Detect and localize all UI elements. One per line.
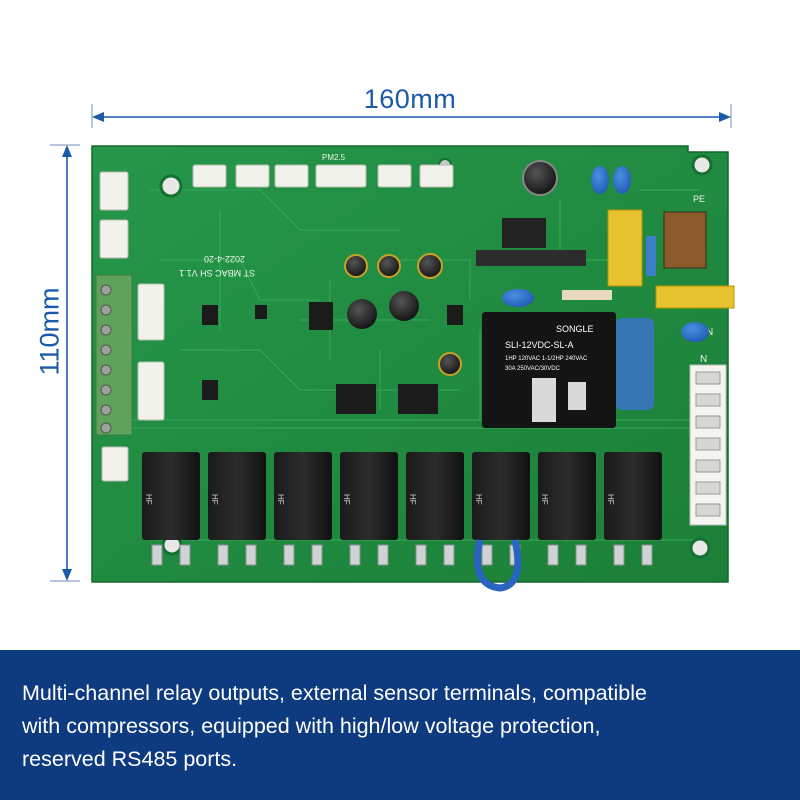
relay-pin bbox=[575, 544, 587, 566]
small-relay-label: HF bbox=[474, 494, 483, 505]
small-relay-label: HF bbox=[606, 494, 615, 505]
right-terminal-strip bbox=[689, 364, 727, 526]
caption-line-1: Multi-channel relay outputs, external se… bbox=[22, 681, 647, 705]
relay-pin bbox=[217, 544, 229, 566]
top-connectors bbox=[192, 164, 454, 188]
electrolytic-capacitors bbox=[344, 160, 558, 376]
ic-chips bbox=[202, 302, 463, 414]
relay-pin bbox=[151, 544, 163, 566]
relay-pin bbox=[245, 544, 257, 566]
blue-capacitors bbox=[502, 166, 709, 342]
relay-rating-line1: 1HP 120VAC 1-1/2HP 240VAC bbox=[505, 356, 588, 362]
film-capacitor bbox=[616, 318, 654, 410]
small-relay-label: HF bbox=[408, 494, 417, 505]
small-relay-label: HF bbox=[540, 494, 549, 505]
relay-brand-label: SONGLE bbox=[556, 324, 594, 334]
small-relay: HF bbox=[142, 452, 200, 566]
small-relay-label: HF bbox=[276, 494, 285, 505]
relay-pin bbox=[349, 544, 361, 566]
board-date-silkscreen: 2022-4-20 bbox=[204, 254, 245, 264]
relay-model-label: SLI-12VDC-SL-A bbox=[505, 340, 574, 350]
caption-text: Multi-channel relay outputs, external se… bbox=[22, 677, 792, 776]
relay-pin bbox=[443, 544, 455, 566]
small-relay: HF bbox=[274, 452, 332, 566]
relay-pin bbox=[481, 544, 493, 566]
small-relay: HF bbox=[406, 452, 464, 566]
pcb-board-image: PM2.5 N N PE ST MBAC SH V1.1 2022-4-20 bbox=[91, 145, 735, 592]
relay-pin bbox=[641, 544, 653, 566]
width-dimension-label: 160mm bbox=[363, 84, 457, 114]
relay-pin bbox=[613, 544, 625, 566]
relay-pin bbox=[311, 544, 323, 566]
small-relay: HF bbox=[538, 452, 596, 566]
board-model-silkscreen: ST MBAC SH V1.1 bbox=[179, 268, 255, 278]
small-relay: HF bbox=[208, 452, 266, 566]
left-connectors bbox=[99, 171, 165, 482]
relay-pin bbox=[377, 544, 389, 566]
blue-components bbox=[474, 539, 522, 592]
caption-band bbox=[0, 650, 800, 800]
relay-pin bbox=[179, 544, 191, 566]
pm25-silkscreen: PM2.5 bbox=[322, 153, 346, 162]
n-label-1: N bbox=[700, 354, 707, 365]
relay-pin bbox=[547, 544, 559, 566]
pe-label: PE bbox=[693, 194, 705, 204]
small-relay-label: HF bbox=[342, 494, 351, 505]
caption-line-3: reserved RS485 ports. bbox=[22, 747, 238, 771]
relay-rating-line2: 30A 250VAC/30VDC bbox=[505, 366, 561, 372]
relay-pin bbox=[283, 544, 295, 566]
relay-pin bbox=[415, 544, 427, 566]
small-relay: HF bbox=[340, 452, 398, 566]
main-relay: SONGLE SLI-12VDC-SL-A 1HP 120VAC 1-1/2HP… bbox=[482, 312, 616, 428]
small-relay: HF bbox=[604, 452, 662, 566]
small-relay-label: HF bbox=[210, 494, 219, 505]
small-relay-label: HF bbox=[144, 494, 153, 505]
caption-line-2: with compressors, equipped with high/low… bbox=[22, 714, 601, 738]
screw-terminal-block bbox=[95, 274, 133, 436]
transformer bbox=[476, 209, 735, 309]
n-label-2: N bbox=[706, 327, 713, 338]
